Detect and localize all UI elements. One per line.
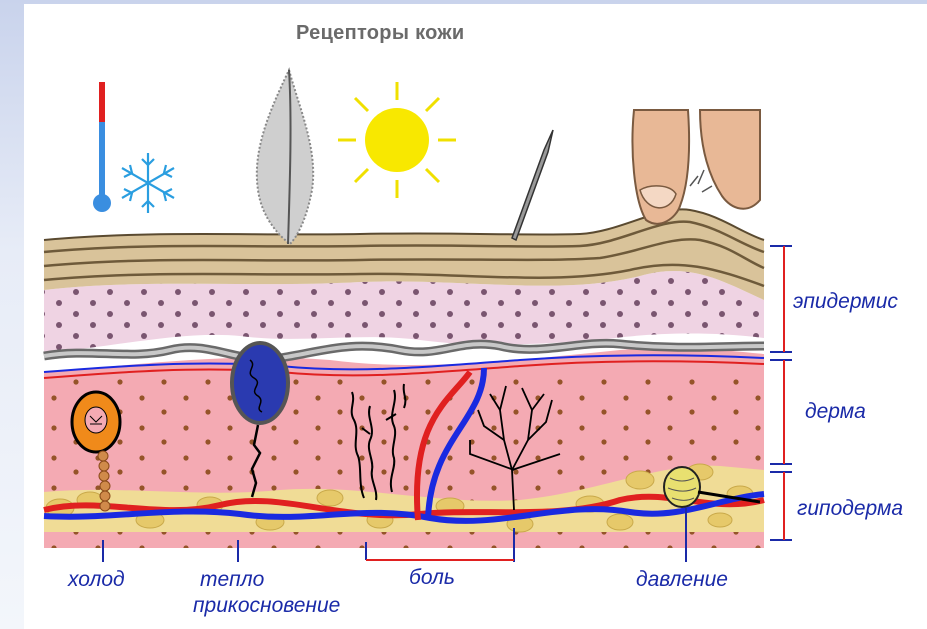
- label-pressure: давление: [636, 568, 728, 592]
- finger-icon: [633, 110, 761, 224]
- label-cold: холод: [68, 568, 125, 592]
- layer-brackets: [770, 246, 792, 540]
- label-dermis: дерма: [805, 400, 866, 424]
- label-pain: боль: [409, 566, 455, 590]
- feather-icon: [257, 70, 313, 244]
- diagram-title: Рецепторы кожи: [296, 22, 464, 45]
- label-epidermis: эпидермис: [793, 290, 898, 314]
- sun-icon: [338, 82, 456, 198]
- label-hypodermis: гиподерма: [797, 497, 903, 521]
- needle-icon: [512, 130, 553, 240]
- thermometer-icon: [93, 82, 111, 212]
- label-warm: тепло: [200, 568, 264, 592]
- snowflake-icon: [122, 153, 174, 213]
- label-touch: прикосновение: [193, 594, 340, 618]
